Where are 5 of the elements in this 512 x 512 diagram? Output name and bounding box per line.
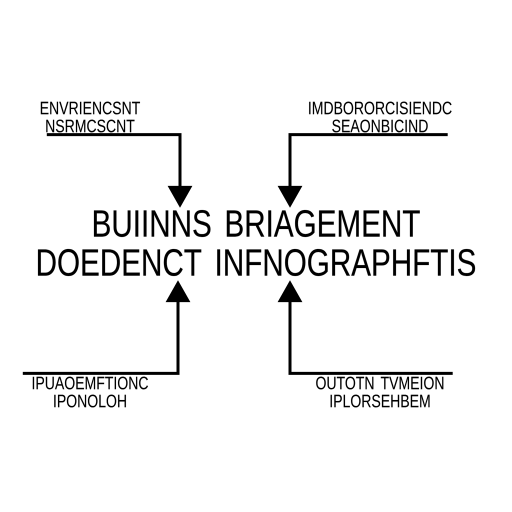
label-text: ENVRIENCSNT NSRMCSCNT	[40, 102, 140, 132]
label-text: IPUAOEMFTIONC IPONOLOH	[32, 376, 148, 408]
label-text: IMDBORORCISIENDC SEAONBICIND	[309, 102, 452, 132]
label-text: OUTOTN TVMEION IPLORSEHBEM	[316, 376, 444, 408]
title-text: BUIINNS BRIAGEMENT DOEDENCT INFNOGRAPHFTIS	[38, 210, 476, 276]
